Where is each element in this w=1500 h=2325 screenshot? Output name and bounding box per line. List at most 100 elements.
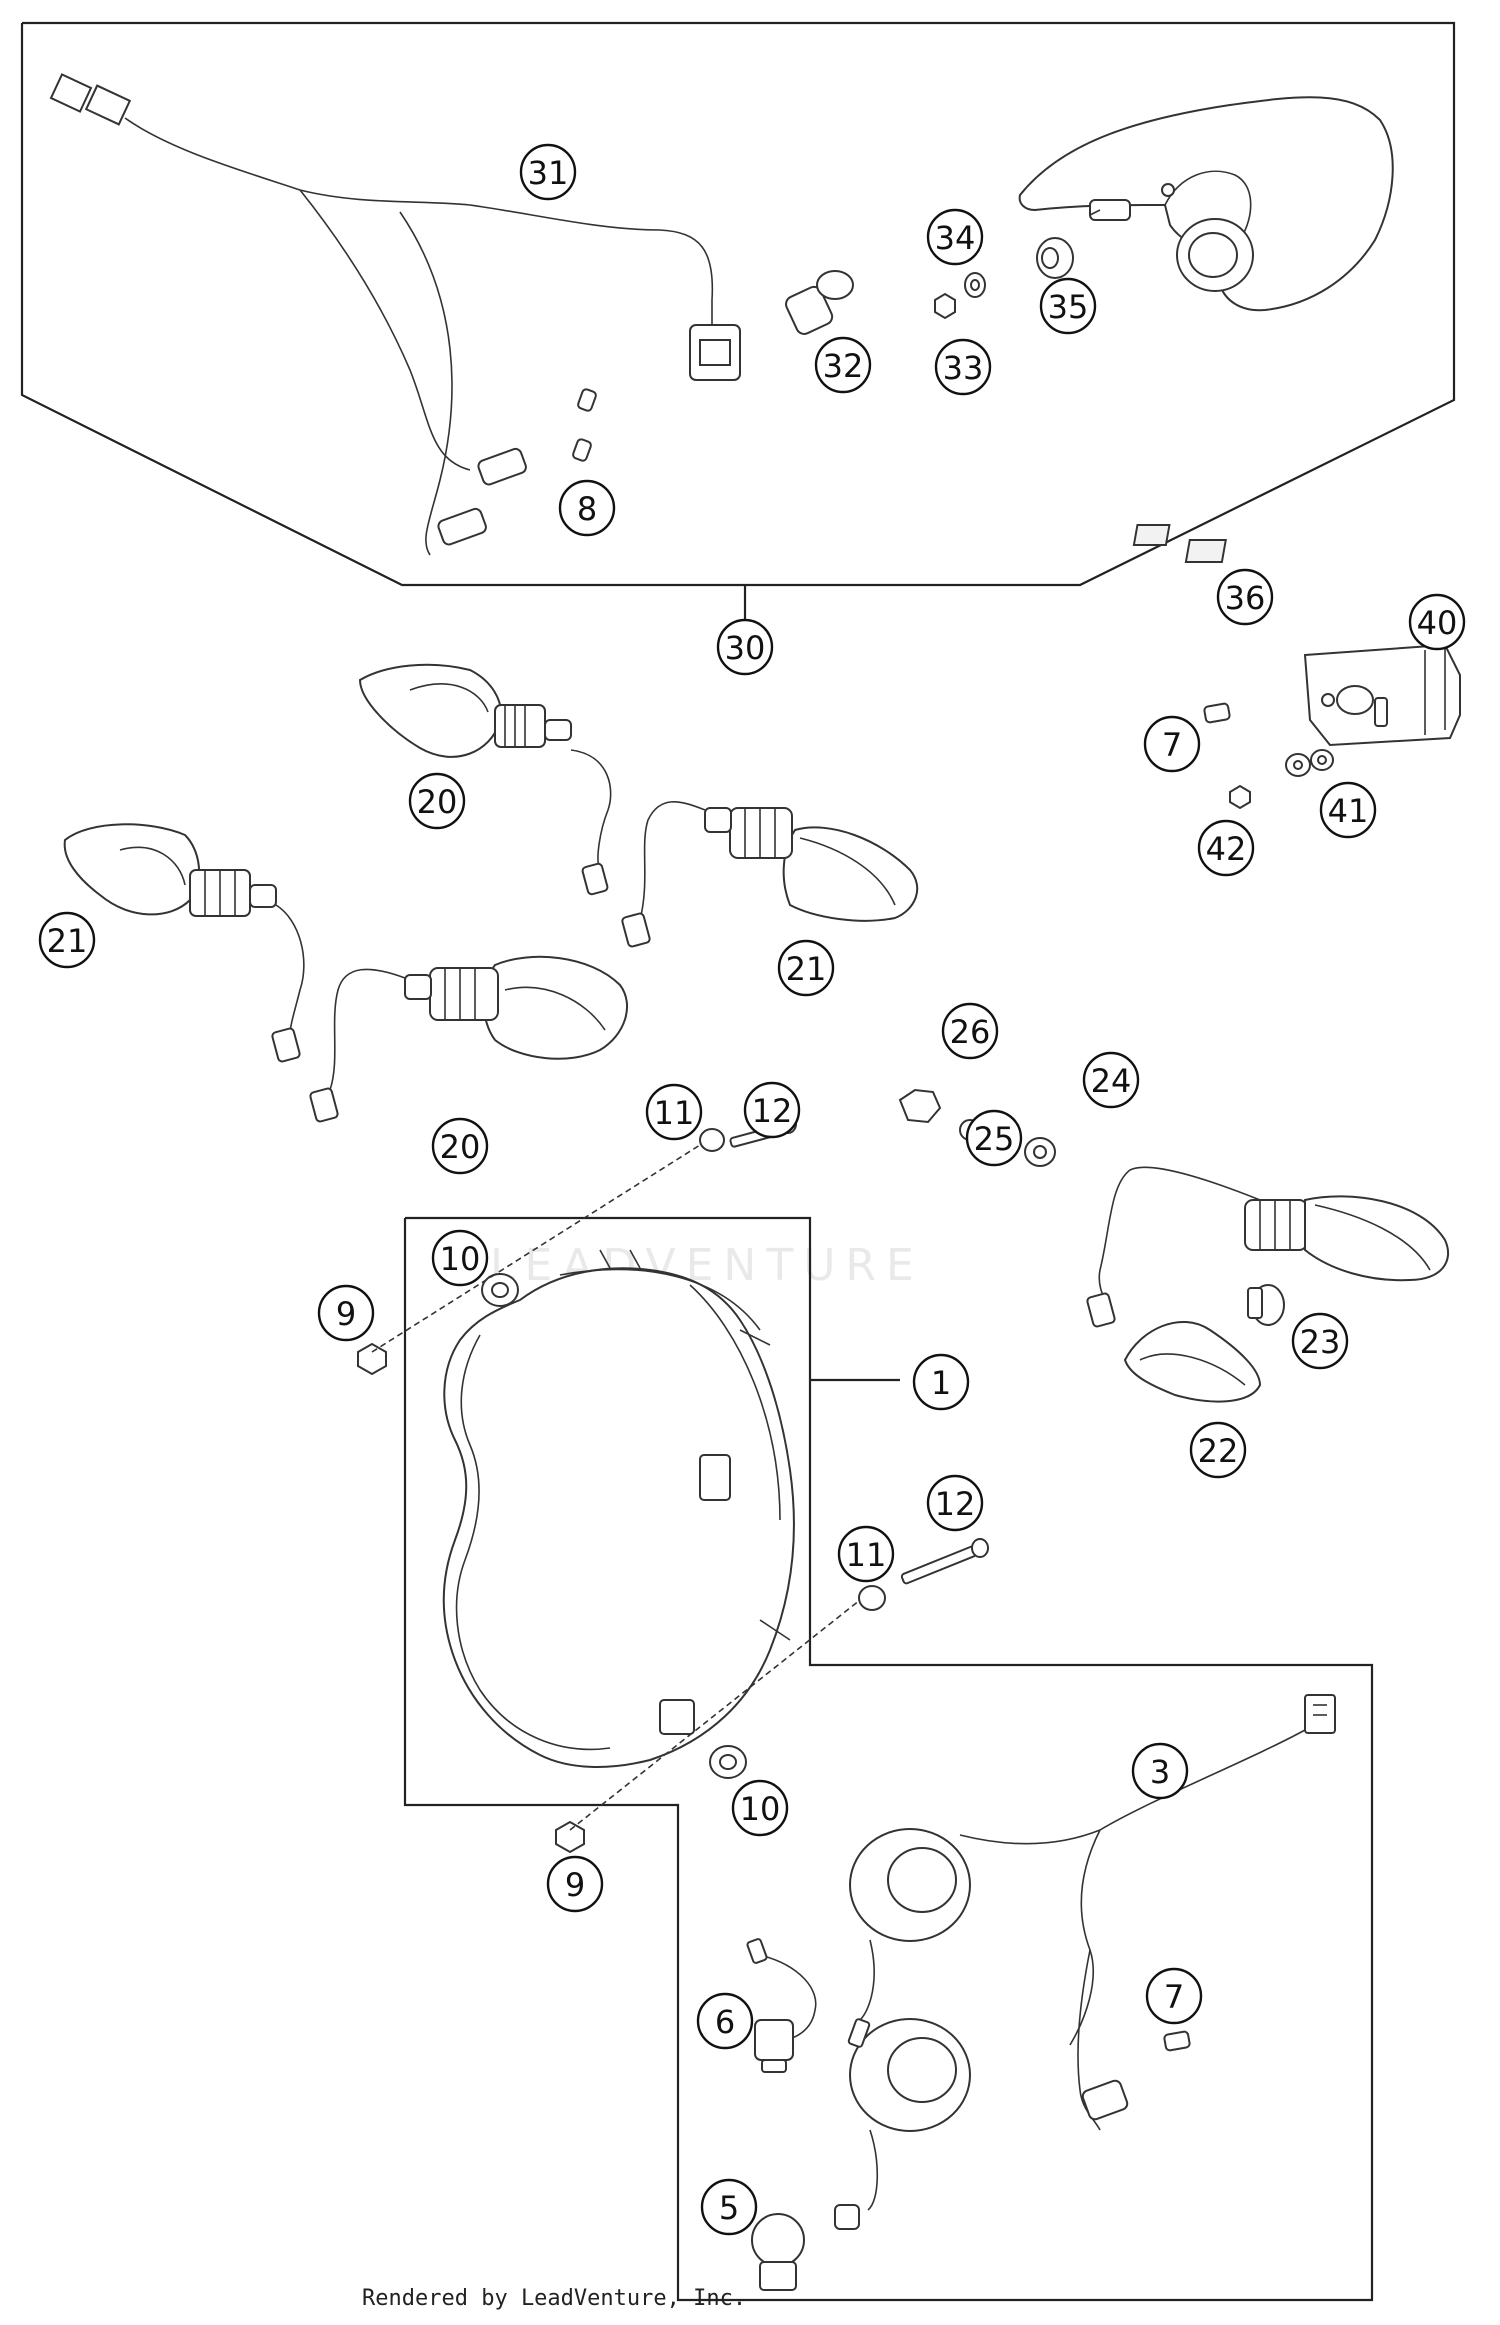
callout-label: 9 — [565, 1866, 585, 1904]
callout-label: 36 — [1225, 579, 1266, 617]
washer-11-upper — [699, 1128, 725, 1152]
grommet-10-lower — [709, 1745, 747, 1779]
headlight-harness-3 — [849, 1694, 1336, 2211]
callout-5: 5 — [700, 2178, 758, 2236]
callout-label: 33 — [943, 349, 984, 387]
callout-21: 21 — [777, 939, 835, 997]
callout-label: 5 — [719, 2189, 739, 2227]
callout-6: 6 — [696, 1992, 754, 2050]
callout-label: 31 — [528, 154, 569, 192]
callout-label: 32 — [823, 347, 864, 385]
bulb-5 — [751, 2204, 860, 2291]
callout-8: 8 — [558, 479, 616, 537]
tail-light-housing — [1018, 96, 1394, 312]
callout-label: 24 — [1091, 1062, 1132, 1100]
callout-36: 36 — [1216, 568, 1274, 626]
plate-light-pads-36 — [1132, 524, 1227, 563]
bulb-32 — [785, 270, 854, 335]
callout-23: 23 — [1291, 1312, 1349, 1370]
washers-41 — [1285, 749, 1334, 777]
callout-41: 41 — [1319, 781, 1377, 839]
turn-signal-21-left — [63, 823, 305, 1063]
washer-11-lower — [858, 1585, 886, 1611]
callout-25: 25 — [965, 1109, 1023, 1167]
callout-label: 30 — [725, 629, 766, 667]
callout-12: 12 — [926, 1474, 984, 1532]
callout-label: 7 — [1164, 1978, 1184, 2016]
callout-10: 10 — [731, 1779, 789, 1837]
callout-26: 26 — [941, 1002, 999, 1060]
screw-9-upper — [357, 1342, 387, 1376]
lens-22 — [1123, 1320, 1262, 1403]
callout-label: 12 — [935, 1485, 976, 1523]
callout-label: 8 — [577, 490, 597, 528]
grommet-35 — [1036, 237, 1074, 279]
callout-label: 20 — [417, 783, 458, 821]
callout-label: 21 — [47, 922, 88, 960]
callout-label: 9 — [336, 1295, 356, 1333]
bulb-7-upper — [1203, 702, 1231, 724]
tail-harness-31 — [49, 73, 741, 556]
bulb-7-lower — [1081, 2030, 1191, 2121]
callout-11: 11 — [645, 1083, 703, 1141]
callout-35: 35 — [1039, 277, 1097, 335]
callout-3: 3 — [1131, 1742, 1189, 1800]
callout-20: 20 — [408, 772, 466, 830]
washer-24 — [1024, 1137, 1056, 1167]
callout-1: 1 — [912, 1353, 970, 1411]
callout-label: 1 — [931, 1364, 951, 1402]
callout-label: 40 — [1417, 604, 1458, 642]
callout-label: 3 — [1150, 1753, 1170, 1791]
nut-33 — [934, 292, 956, 320]
callout-label: 35 — [1048, 288, 1089, 326]
callout-40: 40 — [1408, 593, 1466, 651]
nut-42 — [1229, 784, 1251, 810]
washer-34 — [964, 272, 986, 298]
callout-label: 10 — [740, 1790, 781, 1828]
grommet-10-upper — [481, 1273, 519, 1307]
bulbs-8 — [572, 388, 597, 462]
callout-label: 42 — [1206, 830, 1247, 868]
callout-label: 34 — [935, 219, 976, 257]
callout-21: 21 — [38, 911, 96, 969]
callout-label: 7 — [1162, 726, 1182, 764]
screw-9-lower — [555, 1820, 585, 1854]
render-credit: Rendered by LeadVenture, Inc. — [362, 2286, 747, 2311]
callout-22: 22 — [1189, 1421, 1247, 1479]
callout-label: 10 — [440, 1240, 481, 1278]
callout-7: 7 — [1145, 1967, 1203, 2025]
bolt-12-lower — [900, 1538, 989, 1585]
callout-34: 34 — [926, 208, 984, 266]
callout-33: 33 — [934, 338, 992, 396]
callout-42: 42 — [1197, 819, 1255, 877]
turn-signal-20-upper — [358, 663, 612, 896]
plate-light-40 — [1303, 643, 1461, 747]
nut-26 — [898, 1088, 942, 1124]
callout-11: 11 — [837, 1525, 895, 1583]
callout-label: 26 — [950, 1013, 991, 1051]
callout-label: 20 — [440, 1128, 481, 1166]
callout-label: 25 — [974, 1120, 1015, 1158]
callout-32: 32 — [814, 336, 872, 394]
callout-31: 31 — [519, 143, 577, 201]
turn-signal-lower-right — [1086, 1166, 1450, 1328]
callout-10: 10 — [431, 1229, 489, 1287]
callout-20: 20 — [431, 1117, 489, 1175]
callout-label: 22 — [1198, 1432, 1239, 1470]
callout-9: 9 — [546, 1855, 604, 1913]
callout-label: 21 — [786, 950, 827, 988]
callout-label: 6 — [715, 2003, 735, 2041]
headlight-frame-1 — [403, 1216, 1374, 2302]
turn-signal-21-right — [621, 801, 919, 948]
callout-label: 41 — [1328, 792, 1369, 830]
turn-signal-20-lower — [309, 955, 629, 1123]
callout-30: 30 — [716, 618, 774, 676]
callout-label: 12 — [752, 1092, 793, 1130]
callout-7: 7 — [1143, 715, 1201, 773]
headlight-assembly — [442, 1249, 795, 1768]
bulb-6 — [746, 1938, 871, 2073]
callout-label: 11 — [654, 1094, 695, 1132]
callout-label: 23 — [1300, 1323, 1341, 1361]
